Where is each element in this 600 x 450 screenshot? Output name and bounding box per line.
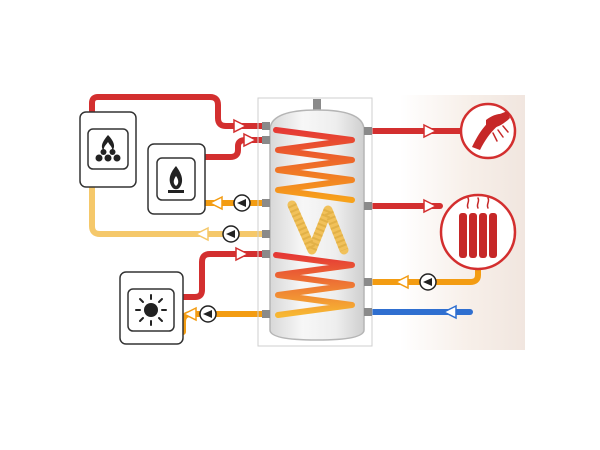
shower	[459, 102, 517, 160]
pipe-radiator-return	[365, 265, 481, 285]
flow-arrow	[208, 195, 223, 211]
solar-controller	[119, 271, 184, 345]
flow-arrow	[442, 304, 457, 320]
flow-arrow	[423, 123, 438, 139]
upper-heating-coil	[273, 127, 355, 203]
flow-arrow	[235, 246, 250, 262]
pump-icon	[233, 194, 251, 212]
flow-arrow	[182, 306, 197, 322]
pump-icon	[199, 305, 217, 323]
storage-tank-icon	[257, 97, 373, 347]
pipe-solid-fuel-return	[89, 185, 265, 237]
pump-icon	[419, 273, 437, 291]
flow-arrow	[423, 198, 438, 214]
pipe-solar-supply	[180, 251, 265, 300]
shower-head-icon	[472, 111, 510, 150]
middle-corrugated-coil	[287, 200, 349, 255]
pumps	[199, 194, 437, 323]
sun-icon	[135, 294, 167, 326]
fire-logs-icon	[95, 135, 121, 162]
flow-arrow	[194, 226, 209, 242]
solid-fuel-boiler	[79, 111, 137, 188]
gas-boiler	[147, 143, 206, 215]
pump-icon	[222, 225, 240, 243]
flow-arrow	[394, 274, 409, 290]
flow-arrow	[233, 118, 248, 134]
pipe-gas-supply	[202, 137, 265, 160]
radiator	[439, 193, 517, 271]
lower-heating-coil	[273, 252, 355, 318]
flow-arrow	[243, 132, 258, 148]
flow-arrows	[182, 118, 457, 322]
flame-icon	[168, 166, 184, 193]
pipe-solid-fuel-supply	[89, 94, 265, 129]
radiator-icon	[459, 197, 497, 258]
